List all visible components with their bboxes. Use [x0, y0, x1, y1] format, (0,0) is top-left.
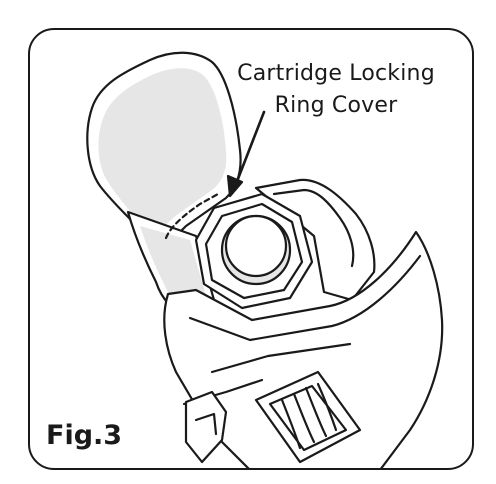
hex-nut: [194, 192, 314, 310]
callout-arrow: [226, 110, 266, 198]
callout-line-2: Ring Cover: [274, 93, 398, 118]
figure-label: Fig.3: [46, 420, 123, 451]
wrench-body: [163, 230, 444, 468]
callout-label: Cartridge Locking Ring Cover: [206, 58, 466, 122]
callout-line-1: Cartridge Locking: [237, 61, 435, 86]
worm-screw: [254, 370, 362, 464]
